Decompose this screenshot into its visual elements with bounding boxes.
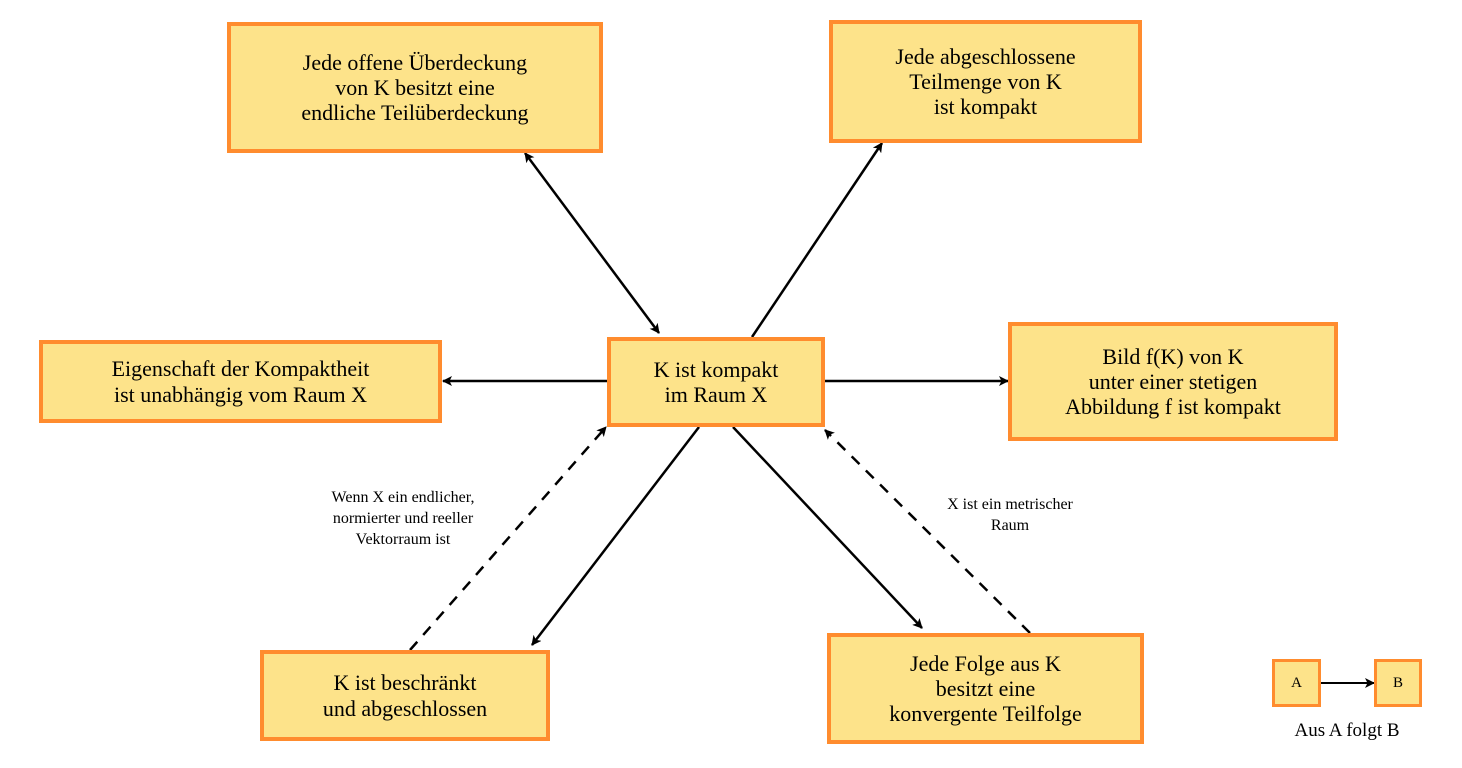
node-closed-subset: Jede abgeschlossene Teilmenge von K ist … <box>829 20 1142 143</box>
node-bounded-closed-label: K ist beschränkt und abgeschlossen <box>322 670 488 721</box>
node-bounded-closed: K ist beschränkt und abgeschlossen <box>260 650 550 741</box>
arrow-bounded-closed-center-dashed <box>409 426 607 651</box>
node-image-compact: Bild f(K) von K unter einer stetigen Abb… <box>1008 322 1338 441</box>
legend-box-b-label: B <box>1392 674 1403 691</box>
legend-box-a: A <box>1272 659 1321 707</box>
legend-box-b: B <box>1374 659 1422 707</box>
node-sequence: Jede Folge aus K besitzt eine konvergent… <box>827 633 1144 744</box>
legend-box-a-label: A <box>1291 674 1302 691</box>
arrow-center-sequence <box>732 426 923 629</box>
node-open-cover-label: Jede offene Überdeckung von K besitzt ei… <box>301 49 529 126</box>
node-independent-label: Eigenschaft der Kompaktheit ist unabhäng… <box>111 356 370 407</box>
node-center-compact-label: K ist kompakt im Raum X <box>653 356 779 407</box>
edge-label-finite-dim: Wenn X ein endlicher, normierter und ree… <box>331 489 475 548</box>
node-independent: Eigenschaft der Kompaktheit ist unabhäng… <box>39 340 442 423</box>
arrow-center-bounded-closed <box>531 426 700 646</box>
arrow-center-closed-subset <box>750 142 884 338</box>
arrow-sequence-center-dashed <box>824 429 1031 634</box>
edge-label-metric: X ist ein metrischer Raum <box>947 496 1073 534</box>
node-open-cover: Jede offene Überdeckung von K besitzt ei… <box>227 22 603 153</box>
node-closed-subset-label: Jede abgeschlossene Teilmenge von K ist … <box>895 43 1076 120</box>
arrow-center-cover <box>523 152 661 334</box>
node-image-compact-label: Bild f(K) von K unter einer stetigen Abb… <box>1065 343 1281 420</box>
node-center-compact: K ist kompakt im Raum X <box>607 337 825 427</box>
legend-caption: Aus A folgt B <box>1294 720 1400 741</box>
node-sequence-label: Jede Folge aus K besitzt eine konvergent… <box>889 650 1082 727</box>
